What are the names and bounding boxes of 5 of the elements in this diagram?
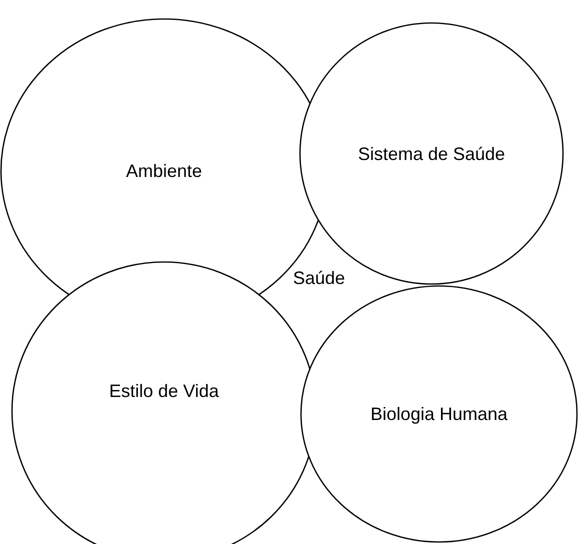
center-label: Saúde (293, 267, 346, 289)
circle-label: Biologia Humana (370, 403, 508, 425)
circle-label: Sistema de Saúde (358, 142, 506, 164)
circle-label: Ambiente (126, 160, 202, 182)
circle-label: Estilo de Vida (109, 380, 219, 402)
